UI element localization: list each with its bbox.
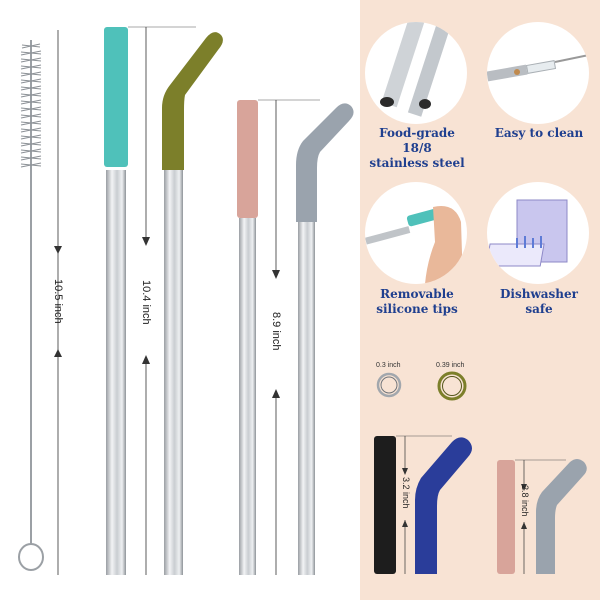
brush-loop-handle bbox=[18, 543, 44, 571]
tip-short-length-label: 2.8 inch bbox=[520, 485, 530, 517]
feature-label-easy-clean: Easy to clean bbox=[494, 126, 584, 140]
long-straw-length-label: 10.4 inch bbox=[140, 280, 152, 325]
hand-removing-tip-icon bbox=[365, 182, 467, 284]
silicone-tip-navy bbox=[415, 437, 472, 574]
cleaning-brush bbox=[18, 30, 62, 575]
brush-in-straw-icon bbox=[487, 22, 589, 124]
feature-label-food-grade: Food-grade 18/8 stainless steel bbox=[369, 126, 465, 170]
diameter-small-label: 0.3 inch bbox=[376, 362, 401, 369]
short-straw-length-label: 8.9 inch bbox=[270, 312, 282, 351]
brush-length-label: 10.5 inch bbox=[52, 279, 64, 324]
straw-closeup-icon bbox=[365, 22, 467, 124]
dishwasher-icon bbox=[487, 182, 589, 284]
feature-label-removable: Removable silicone tips bbox=[376, 287, 458, 316]
silicone-tip-pink bbox=[497, 460, 515, 574]
silicone-tip-gray bbox=[536, 459, 587, 574]
feature-label-dishwasher: Dishwasher safe bbox=[500, 287, 578, 316]
straw-straight-teal bbox=[104, 27, 128, 575]
silicone-tip-black bbox=[374, 436, 396, 574]
diameter-ring-large bbox=[437, 371, 467, 401]
straw-bent-olive bbox=[162, 32, 223, 575]
straw-straight-pink bbox=[237, 100, 258, 575]
diameter-large-label: 0.39 inch bbox=[436, 362, 465, 369]
straw-bent-gray bbox=[296, 103, 354, 575]
diameter-ring-small bbox=[376, 372, 402, 398]
brush-bristles bbox=[20, 43, 42, 168]
tip-long-length-label: 3.2 inch bbox=[401, 477, 411, 509]
